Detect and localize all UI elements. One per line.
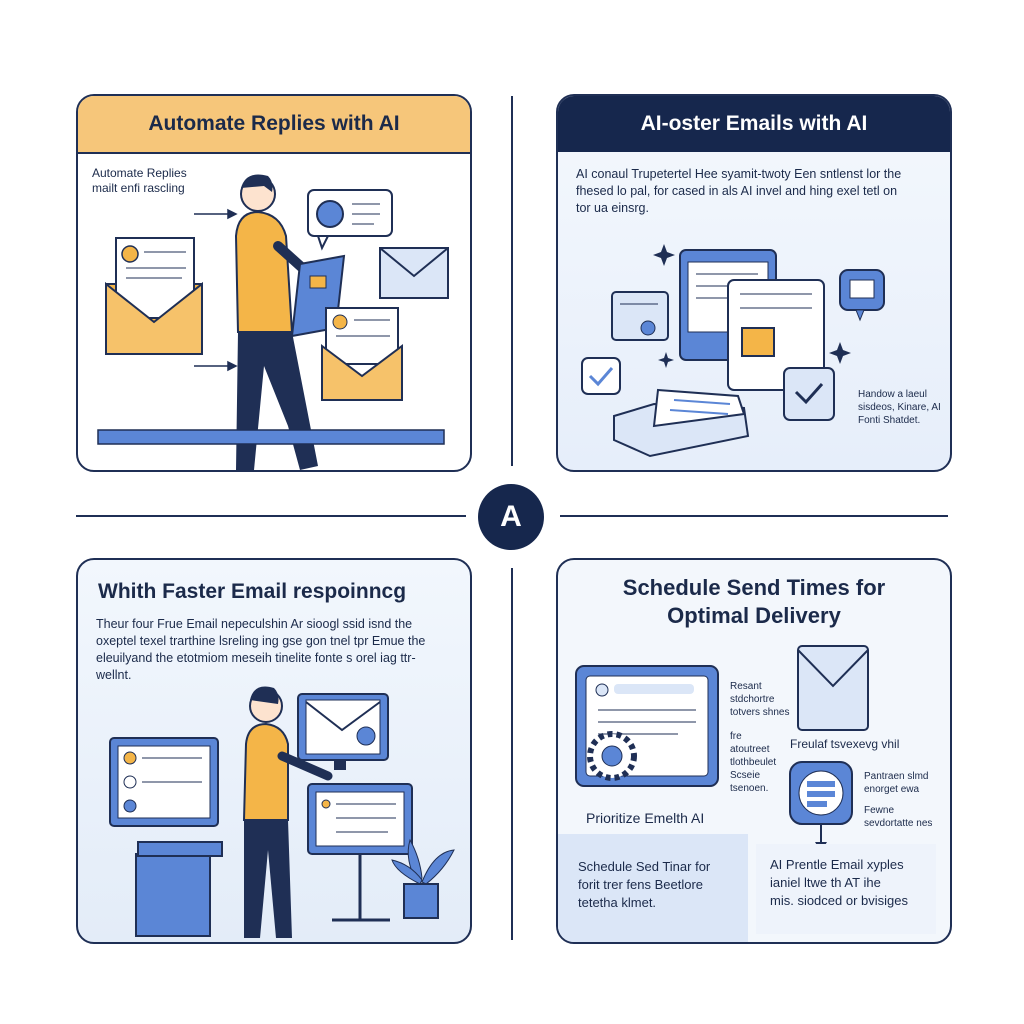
- side2-line-3: tlothbeulet: [730, 757, 777, 768]
- person-figure: [242, 686, 333, 938]
- horizontal-divider-left: [76, 515, 466, 517]
- panel-title: Whith Faster Email respoinncg: [98, 580, 407, 603]
- faster-emails-illustration: [581, 244, 885, 458]
- body-line-1: Theur four Frue Email nepeculshin Ar sio…: [96, 617, 413, 631]
- body-line-2: fhesed lo pal, for cased in als AI invel…: [576, 184, 898, 198]
- panel-title: Schedule Send Times for Optimal Delivery: [558, 574, 950, 630]
- schedule-send-illustration: [575, 645, 869, 860]
- right2-line-2: sevdortatte nes: [864, 818, 933, 829]
- panel-title: AI-oster Emails with AI: [558, 96, 950, 152]
- body-line-3: tor ua einsrg.: [576, 201, 649, 215]
- panel-body: Theur four Frue Email nepeculshin Ar sio…: [96, 616, 456, 684]
- envelope-with-letter-icon-2: [321, 307, 403, 401]
- list-badge-icon: [789, 761, 853, 852]
- side1-line-3: totvers shnes: [730, 707, 790, 718]
- note-line-3: Fonti Shatdet.: [858, 415, 921, 426]
- prioritize-label: Prioritize Emelth AI: [586, 810, 705, 826]
- body-line-2: oxeptel texel trarthine lsreling ing gse…: [96, 634, 426, 648]
- calendar-window-icon: [575, 665, 719, 787]
- side-text-2: fre atoutreet tlothbeulet Scseie tsenoen…: [730, 730, 776, 795]
- envelope-with-letter-icon: [105, 237, 203, 355]
- right1-line-1: Pantraen slmd: [864, 771, 929, 782]
- monitor-list-icon: [307, 783, 413, 922]
- box-left-line-1: Schedule Sed Tinar for: [578, 859, 711, 874]
- box-left-line-2: forit trer fens Beetlore: [578, 877, 703, 892]
- checkbox-icon: [581, 357, 621, 395]
- envelope-caption: Freulaf tsvexevg vhil: [790, 737, 900, 751]
- plant-icon: [391, 838, 455, 919]
- panel-title: Automate Replies with AI: [78, 96, 470, 154]
- center-badge: A: [478, 484, 544, 550]
- side1-line-1: Resant: [730, 681, 762, 692]
- document-icon: [727, 279, 825, 391]
- box-right-line-3: mis. siodced or bvisiges: [770, 893, 908, 908]
- checkbox-icon-2: [783, 367, 835, 421]
- side-text-1: Resant stdchortre totvers shnes: [730, 680, 789, 719]
- automate-replies-illustration: [97, 174, 449, 470]
- floor-bar: [97, 429, 445, 445]
- note-line-2: sisdeos, Kinare, AI: [858, 402, 941, 413]
- caption: Automate Replies mailt enfi rascling: [92, 166, 187, 196]
- open-envelope-icon: [613, 388, 750, 458]
- box-right-line-1: AI Prentle Email xyples: [770, 857, 904, 872]
- document-card-icon: [611, 291, 669, 341]
- panel-automate-replies: Automate Replies with AI Automate Replie…: [76, 94, 472, 472]
- title-line-2: Optimal Delivery: [667, 603, 841, 628]
- panel-faster-emails: AI-oster Emails with AI AI conaul Trupet…: [556, 94, 952, 472]
- sparkle-icon: [653, 244, 851, 368]
- arrow-icon: [194, 208, 238, 372]
- body-line-3: eleuilyand the etotmiom meseih tinelite …: [96, 651, 416, 665]
- body-line-1: AI conaul Trupetertel Hee syamit-twoty E…: [576, 167, 902, 181]
- panel-schedule-send: Schedule Send Times for Optimal Delivery: [556, 558, 952, 944]
- chat-bubble-icon: [307, 189, 393, 251]
- envelope-icon: [379, 247, 449, 299]
- side-note: Handow a laeul sisdeos, Kinare, AI Fonti…: [858, 388, 941, 427]
- monitor-icon: [109, 737, 223, 937]
- side1-line-2: stdchortre: [730, 694, 775, 705]
- vertical-divider-top: [511, 96, 513, 466]
- right-text-1: Pantraen slmd enorget ewa: [864, 770, 928, 796]
- panel-faster-responding: Whith Faster Email respoinncg Theur four…: [76, 558, 472, 944]
- info-box-right: AI Prentle Email xyples ianiel ltwe th A…: [756, 844, 936, 934]
- info-box-left: Schedule Sed Tinar for forit trer fens B…: [558, 834, 748, 942]
- side2-line-1: fre: [730, 731, 742, 742]
- side2-line-5: tsenoen.: [730, 783, 769, 794]
- chat-bubble-icon: [839, 269, 885, 322]
- title-line-1: Schedule Send Times for: [622, 575, 886, 600]
- vertical-divider-bottom: [511, 568, 513, 940]
- panel-body: AI conaul Trupetertel Hee syamit-twoty E…: [576, 166, 936, 217]
- box-left-line-3: tetetha klmet.: [578, 895, 657, 910]
- right2-line-1: Fewne: [864, 805, 895, 816]
- side2-line-4: Scseie: [730, 770, 761, 781]
- envelope-icon: [797, 645, 869, 731]
- monitor-email-icon: [297, 693, 389, 770]
- right-text-2: Fewne sevdortatte nes: [864, 804, 932, 830]
- right1-line-2: enorget ewa: [864, 784, 920, 795]
- side2-line-2: atoutreet: [730, 744, 770, 755]
- caption-line-1: Automate Replies: [92, 166, 187, 180]
- caption-line-2: mailt enfi rascling: [92, 181, 185, 195]
- faster-responding-illustration: [109, 686, 455, 938]
- note-line-1: Handow a laeul: [858, 389, 927, 400]
- box-right-line-2: ianiel ltwe th AT ihe: [770, 875, 881, 890]
- body-line-4: wellnt.: [96, 668, 132, 682]
- horizontal-divider-right: [560, 515, 948, 517]
